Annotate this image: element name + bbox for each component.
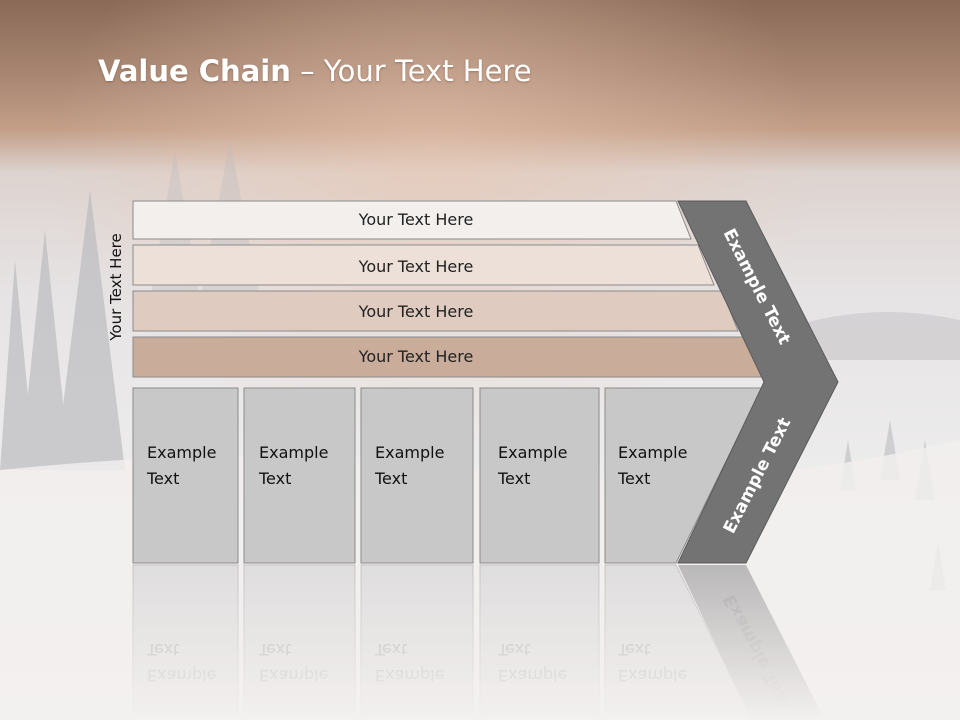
band-row-1: Your Text Here — [132, 200, 692, 240]
title-bold: Value Chain — [98, 54, 291, 88]
band-1-label: Your Text Here — [358, 210, 474, 229]
slide-title: Value Chain – Your Text Here — [98, 54, 532, 88]
box-4-line1: Example — [498, 443, 567, 462]
box-1: Example Text — [132, 387, 239, 564]
band-3 — [132, 290, 739, 332]
reflection-box-1-line2: Text — [146, 640, 179, 659]
reflection-box-5-line2: Text — [617, 640, 650, 659]
title-rest: – Your Text Here — [290, 54, 532, 88]
band-3-label: Your Text Here — [358, 302, 474, 321]
box-5-line1: Example — [618, 443, 687, 462]
band-2 — [132, 244, 715, 286]
box-2-line1: Example — [259, 443, 328, 462]
box-5-line2: Text — [617, 469, 650, 488]
box-2: Example Text — [243, 387, 356, 564]
reflection-box-3-line2: Text — [374, 640, 407, 659]
box-4-shape — [479, 387, 600, 564]
band-row-2: Your Text Here — [132, 244, 715, 286]
band-2-label: Your Text Here — [358, 257, 474, 276]
box-3-line2: Text — [374, 469, 407, 488]
box-3-line1: Example — [375, 443, 444, 462]
band-4-label: Your Text Here — [358, 347, 474, 366]
chevron-shape — [677, 200, 839, 564]
box-1-line2: Text — [146, 469, 179, 488]
reflection-box-2-line1: Example — [259, 666, 328, 685]
diagram-reflection: Example Text Example Text Example Text E… — [132, 564, 825, 720]
band-row-4: Your Text Here — [132, 336, 763, 378]
reflection-box-4-line2: Text — [497, 640, 530, 659]
reflection-box-2-line2: Text — [258, 640, 291, 659]
box-3: Example Text — [360, 387, 474, 564]
band-row-3: Your Text Here — [132, 290, 739, 332]
box-1-line1: Example — [147, 443, 216, 462]
reflection-box-3-line1: Example — [375, 666, 444, 685]
box-2-line2: Text — [258, 469, 291, 488]
reflection-box-5-line1: Example — [618, 666, 687, 685]
box-2-shape — [243, 387, 356, 564]
band-1 — [132, 200, 692, 240]
reflection-box-1-line1: Example — [147, 666, 216, 685]
box-4-line2: Text — [497, 469, 530, 488]
reflection-box-4-line1: Example — [498, 666, 567, 685]
box-4: Example Text — [479, 387, 600, 564]
box-5-shape — [604, 387, 763, 564]
box-3-shape — [360, 387, 474, 564]
box-5: Example Text — [604, 387, 763, 564]
box-1-shape — [132, 387, 239, 564]
